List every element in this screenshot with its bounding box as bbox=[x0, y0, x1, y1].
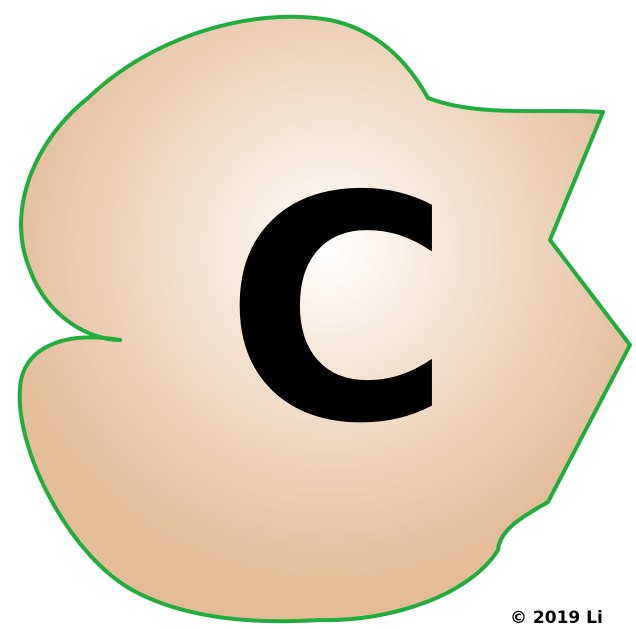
subunit-letter-label: C bbox=[224, 131, 452, 492]
copyright-notice: © 2019 Li bbox=[510, 608, 603, 629]
